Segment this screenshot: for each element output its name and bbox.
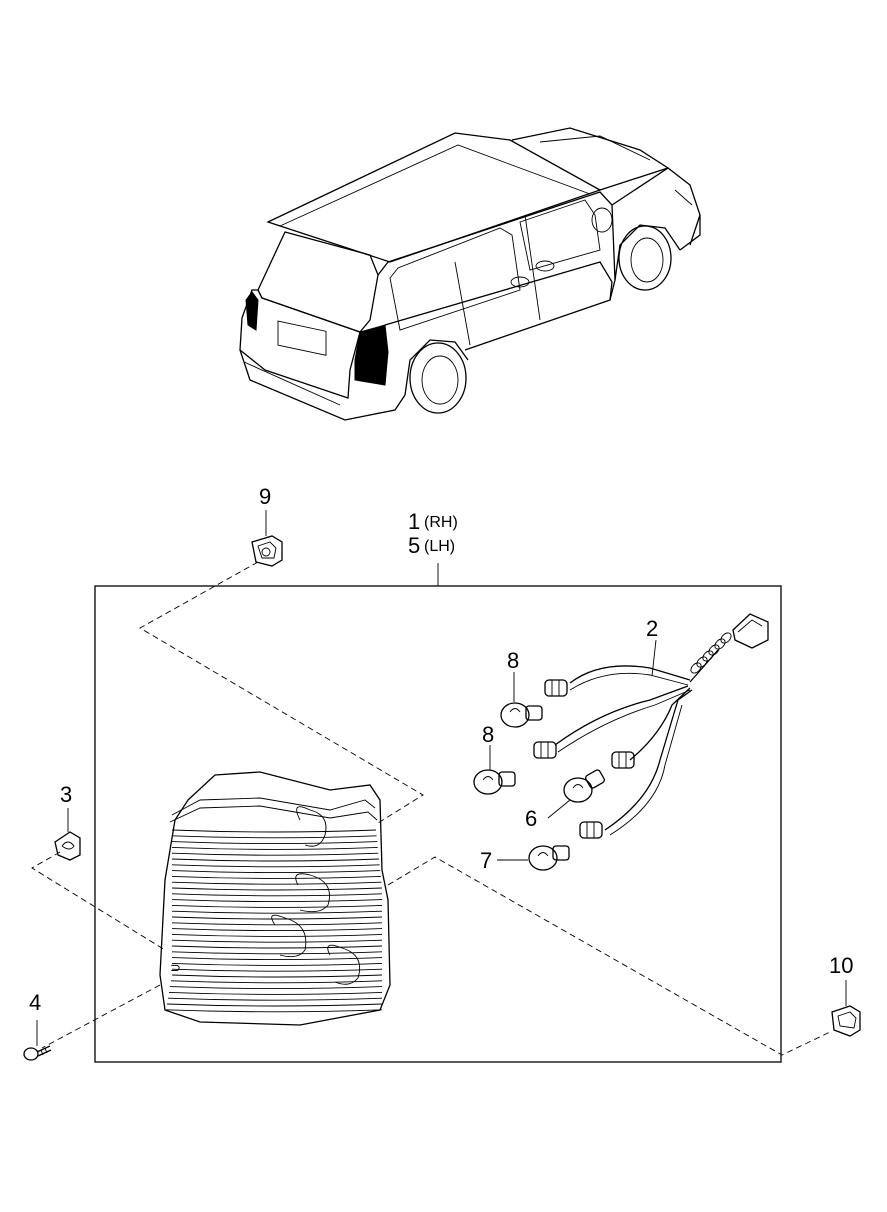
lens-rib <box>171 974 383 978</box>
lens-rib <box>171 945 383 949</box>
clip-9 <box>251 535 283 567</box>
lens-rib <box>171 893 383 897</box>
lens-rib <box>171 846 378 850</box>
car-tail-lamp-left <box>245 291 259 331</box>
lens-rib <box>171 922 383 926</box>
callout-8-upper: 8 <box>507 648 519 673</box>
svg-text:⊃: ⊃ <box>170 960 181 975</box>
bulb-7 <box>528 845 570 871</box>
lens-rib <box>171 835 377 839</box>
socket-upper <box>544 679 568 697</box>
lens-rib <box>171 852 379 856</box>
lens-rib <box>171 968 383 972</box>
lens-rib <box>171 841 378 845</box>
lens-rib <box>171 858 380 862</box>
lens-ribs <box>165 829 383 1013</box>
lens-rib <box>171 939 383 943</box>
assembly-guide-lines <box>31 561 831 1056</box>
harness-corrugation-ring <box>714 638 726 650</box>
lens-rib <box>171 928 383 932</box>
lens-rib <box>171 829 377 833</box>
lens-rib <box>171 899 383 903</box>
lens-rib <box>171 951 383 955</box>
lens-rib <box>168 991 383 995</box>
lens-rib <box>171 864 380 868</box>
wiring-harness <box>533 613 769 839</box>
callout-1: 1 <box>408 509 420 534</box>
bulb-6 <box>563 769 605 803</box>
callout-3: 3 <box>60 782 72 807</box>
harness-corrugation-ring <box>702 650 714 662</box>
callout-7: 7 <box>480 848 492 873</box>
lens-rib <box>165 1009 383 1013</box>
rear-wheel <box>409 342 467 414</box>
lens-rib <box>171 957 383 961</box>
callout-2: 2 <box>646 616 658 641</box>
lens-rib <box>171 904 383 908</box>
callout-9: 9 <box>259 484 271 509</box>
screw-4 <box>23 1045 52 1061</box>
lens-rib <box>171 916 383 920</box>
harness-corrugation-ring <box>696 656 708 668</box>
car-tail-lamp-right <box>354 324 389 386</box>
socket-middle <box>533 741 557 759</box>
license-plate <box>277 320 327 356</box>
harness-corrugation-ring <box>708 644 720 656</box>
callout-1-side: (RH) <box>424 514 458 531</box>
callout-5: 5 <box>408 533 420 558</box>
lens-rib <box>170 980 383 984</box>
callout-8-lower: 8 <box>482 722 494 747</box>
lens-rib <box>171 933 383 937</box>
callout-6: 6 <box>525 806 537 831</box>
lens-rib <box>171 910 383 914</box>
bulb-8-upper <box>500 702 543 728</box>
harness-corrugation-ring <box>690 662 702 674</box>
socket-right <box>611 751 635 769</box>
minivan-illustration <box>239 127 701 421</box>
lens-rib <box>171 875 381 879</box>
assembly-frame <box>94 585 782 1063</box>
socket-lower <box>579 821 603 839</box>
callout-10: 10 <box>829 953 853 978</box>
lens-rib <box>171 870 381 874</box>
callout-4: 4 <box>29 990 41 1015</box>
callout-5-side: (LH) <box>424 538 455 555</box>
tail-lamp-lens: ⊃ <box>159 771 391 1026</box>
lens-rib <box>169 986 383 990</box>
lens-rib <box>167 997 383 1001</box>
harness-connector <box>732 613 769 649</box>
bulb-8-lower <box>473 769 516 795</box>
harness-corrugation-ring <box>720 632 732 644</box>
clip-3 <box>54 831 81 861</box>
lens-rib <box>171 887 383 891</box>
lens-rib <box>166 1003 383 1007</box>
clip-10 <box>831 1005 861 1037</box>
lens-rib <box>171 881 382 885</box>
lens-rib <box>171 962 383 966</box>
